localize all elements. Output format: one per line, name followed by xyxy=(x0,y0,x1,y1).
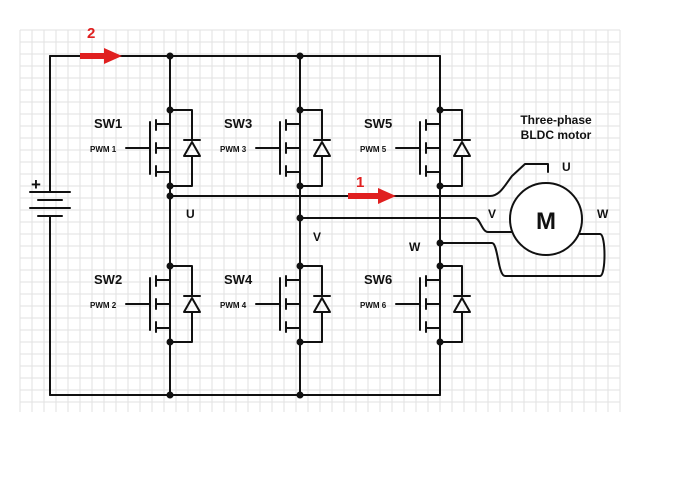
phase-w-wire xyxy=(439,233,606,277)
switch-name-label: SW6 xyxy=(364,272,392,287)
motor-u-label: U xyxy=(562,160,571,174)
node-w-label: W xyxy=(409,240,421,254)
mosfet-icon xyxy=(395,109,463,187)
grid-background xyxy=(19,29,621,412)
power-rails xyxy=(49,55,441,396)
diode-icon xyxy=(453,139,471,157)
mosfet-icon xyxy=(255,265,323,343)
pwm-label: PWM 2 xyxy=(90,301,117,310)
arrow-right-icon xyxy=(80,48,122,64)
motor-icon: M xyxy=(509,182,583,256)
switch-name-label: SW4 xyxy=(224,272,253,287)
diode-icon xyxy=(183,139,201,157)
motor-title-line1: Three-phase xyxy=(520,113,592,127)
motor-title-line2: BLDC motor xyxy=(521,128,592,142)
motor-symbol: M xyxy=(536,208,556,235)
switch-name-label: SW2 xyxy=(94,272,122,287)
mosfet-icon xyxy=(255,109,323,187)
phase-leg-wires xyxy=(169,55,441,396)
switch-name-label: SW3 xyxy=(224,116,252,131)
diode-icon xyxy=(313,139,331,157)
diode-icon xyxy=(313,295,331,313)
node-u-label: U xyxy=(186,207,195,221)
mosfet-icon xyxy=(125,109,193,187)
pwm-label: PWM 1 xyxy=(90,145,117,154)
motor-v-label: V xyxy=(488,207,496,221)
diode-icon xyxy=(183,295,201,313)
pwm-label: PWM 6 xyxy=(360,301,387,310)
phase-output-wires xyxy=(169,163,606,277)
motor-w-label: W xyxy=(597,207,609,221)
switch-name-label: SW1 xyxy=(94,116,122,131)
battery-plus-sign: + xyxy=(31,175,41,194)
mosfet-icon xyxy=(395,265,463,343)
junction-dots xyxy=(166,52,444,399)
arrow-1-label: 1 xyxy=(356,174,364,191)
pwm-label: PWM 5 xyxy=(360,145,387,154)
phase-u-wire xyxy=(169,163,549,197)
pwm-label: PWM 3 xyxy=(220,145,247,154)
diode-icon xyxy=(453,295,471,313)
phase-v-wire xyxy=(299,217,516,233)
pwm-label: PWM 4 xyxy=(220,301,247,310)
arrow-2-label: 2 xyxy=(87,25,95,42)
node-v-label: V xyxy=(313,230,321,244)
arrow-right-icon xyxy=(348,188,396,204)
battery-icon: + xyxy=(29,175,71,223)
mosfet-icon xyxy=(125,265,193,343)
switch-name-label: SW5 xyxy=(364,116,392,131)
